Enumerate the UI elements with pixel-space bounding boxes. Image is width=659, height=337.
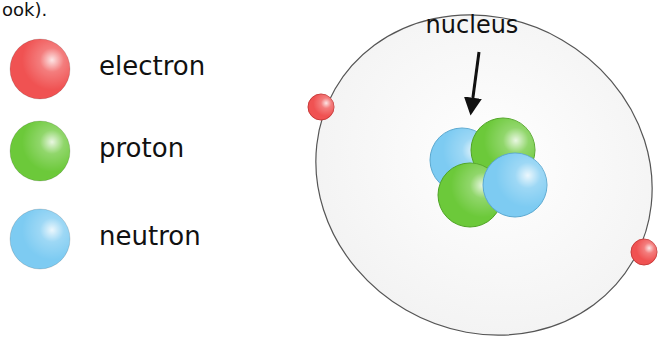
legend-entry: proton <box>9 120 259 182</box>
legend-entry: electron <box>9 38 259 100</box>
legend-swatch-icon <box>9 38 73 102</box>
electron-orbit <box>257 0 659 337</box>
legend-text: neutron <box>99 222 201 251</box>
legend-text: proton <box>99 134 184 163</box>
legend-swatch-icon <box>9 208 73 272</box>
cut-text: ook). <box>2 0 47 20</box>
swatch-highlight <box>10 39 70 99</box>
legend-swatch <box>10 121 70 181</box>
legend-swatch <box>10 39 70 99</box>
electron-particles <box>308 94 657 265</box>
leader-arrow <box>471 52 479 112</box>
swatch-highlight <box>10 209 70 269</box>
nucleus-particles <box>430 118 547 227</box>
legend-swatch-icon <box>9 120 73 184</box>
legend-swatch <box>10 209 70 269</box>
legend-text: electron <box>99 52 205 81</box>
legend-entry: neutron <box>9 208 259 270</box>
part-label: nucleus <box>426 12 519 38</box>
swatch-highlight <box>10 121 70 181</box>
